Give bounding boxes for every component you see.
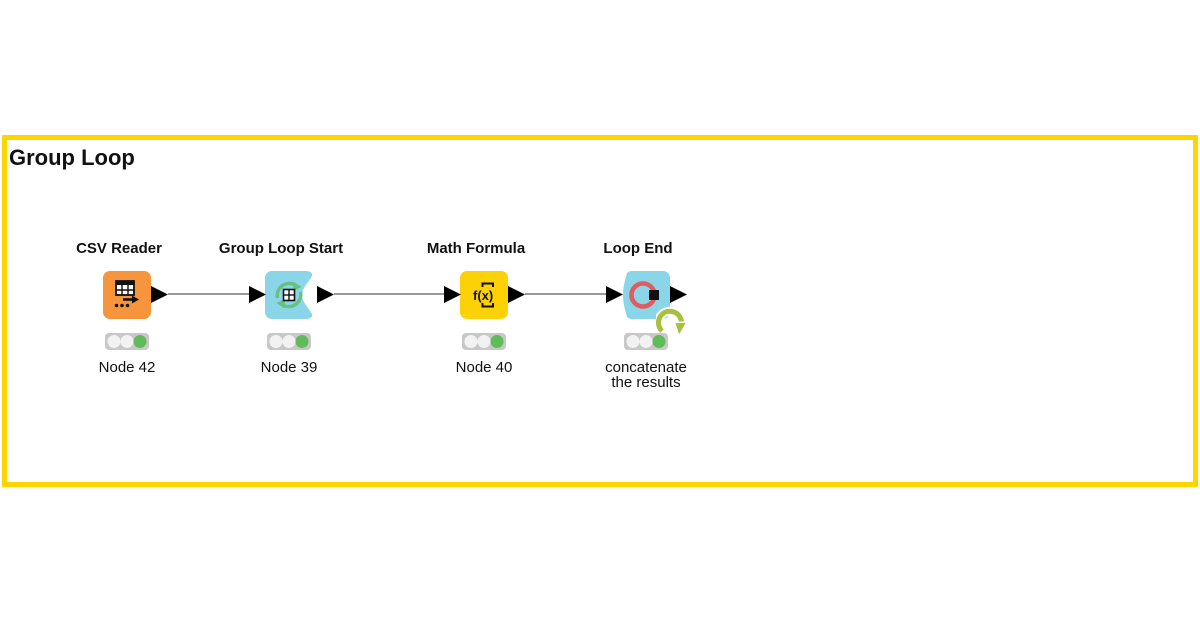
node-comment[interactable]: Node 40 — [455, 359, 513, 376]
status-light-yellow-off — [120, 335, 134, 348]
node-csv-reader: CSV Reader Node 42 — [47, 240, 207, 402]
input-port[interactable] — [444, 286, 461, 303]
node-body[interactable]: f(x) — [460, 271, 508, 319]
status-light-red-off — [626, 335, 640, 348]
node-body[interactable] — [103, 271, 151, 319]
node-label[interactable]: Group Loop Start — [218, 240, 344, 257]
table-arrow-reader-icon — [114, 280, 139, 308]
output-port[interactable] — [151, 286, 168, 303]
loop-decorator-icon — [656, 306, 688, 338]
node-label[interactable]: CSV Reader — [76, 240, 162, 257]
annotation-title[interactable]: Group Loop — [9, 145, 135, 170]
node-comment[interactable]: Node 42 — [98, 359, 156, 376]
status-light-green-on — [490, 335, 504, 348]
status-light-green-on — [652, 335, 666, 348]
node-label[interactable]: Math Formula — [426, 240, 526, 257]
status-light-green-on — [133, 335, 147, 348]
traffic-light — [624, 333, 668, 350]
input-port[interactable] — [249, 286, 266, 303]
connection-loopstart-to-math[interactable] — [334, 293, 444, 295]
node-body[interactable] — [622, 271, 670, 319]
loop-end-icon — [629, 281, 659, 309]
node-loop-end: Loop End concatenate the results — [566, 240, 726, 402]
node-body[interactable] — [265, 271, 313, 319]
svg-text:f(x): f(x) — [473, 288, 493, 303]
connection-csv-to-loopstart[interactable] — [168, 293, 250, 295]
loop-start-icon — [275, 281, 303, 309]
fx-formula-icon: f(x) — [473, 282, 494, 308]
output-port[interactable] — [670, 286, 687, 303]
connection-math-to-loopend[interactable] — [525, 293, 606, 295]
node-comment[interactable]: Node 39 — [260, 359, 318, 376]
status-light-yellow-off — [282, 335, 296, 348]
node-math-formula: Math Formula f(x) Node 40 — [404, 240, 564, 402]
status-light-red-off — [107, 335, 121, 348]
output-port[interactable] — [508, 286, 525, 303]
traffic-light — [105, 333, 149, 350]
node-comment[interactable]: concatenate the results — [605, 359, 687, 391]
input-port[interactable] — [606, 286, 623, 303]
node-label[interactable]: Loop End — [603, 240, 673, 257]
traffic-light — [462, 333, 506, 350]
output-port[interactable] — [317, 286, 334, 303]
status-light-yellow-off — [639, 335, 653, 348]
status-light-green-on — [295, 335, 309, 348]
workflow-annotation-frame[interactable]: Group Loop — [2, 135, 1198, 487]
status-light-yellow-off — [477, 335, 491, 348]
status-light-red-off — [464, 335, 478, 348]
status-light-red-off — [269, 335, 283, 348]
node-group-loop-start: Group Loop Start Node 39 — [209, 240, 369, 402]
traffic-light — [267, 333, 311, 350]
